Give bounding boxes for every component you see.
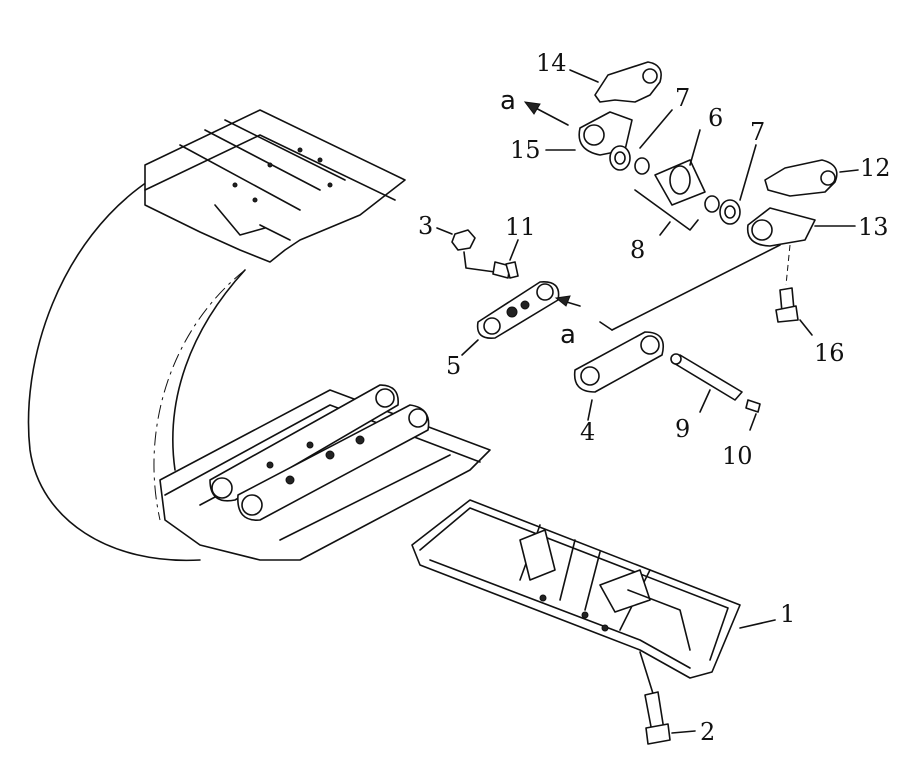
callout-7-right: 7: [750, 118, 765, 146]
callout-1: 1: [780, 600, 795, 628]
callout-16: 16: [814, 339, 845, 367]
callout-9: 9: [675, 415, 690, 443]
track-assembly: [27, 109, 491, 562]
part-3-nut: [436, 227, 496, 273]
callout-13: 13: [858, 213, 889, 241]
bushing-seal-set: [609, 109, 757, 236]
part-15-link-plate: [545, 111, 633, 156]
callout-12: 12: [860, 154, 891, 182]
part-5-master-link: [461, 281, 581, 356]
callout-2: 2: [700, 718, 715, 746]
part-11-bolt: [492, 239, 519, 279]
part-16-bolt: [775, 244, 813, 336]
part-4-master-link: [573, 244, 781, 421]
callout-14: 14: [536, 49, 567, 77]
callout-6: 6: [708, 104, 723, 132]
part-9-pin: [670, 353, 743, 413]
callout-8: 8: [630, 236, 645, 264]
view-arrow-upper: [523, 101, 569, 126]
view-mark-a-upper: a: [500, 86, 516, 116]
callout-7-upper: 7: [675, 84, 690, 112]
part-2-bolt: [639, 651, 696, 745]
part-14-bracket: [569, 61, 662, 103]
callout-4: 4: [580, 418, 595, 446]
part-12-bracket: [764, 159, 859, 197]
callout-5: 5: [446, 352, 461, 380]
callout-3: 3: [418, 212, 433, 240]
view-mark-a-lower: a: [560, 320, 576, 350]
part-1-shoe: [411, 499, 776, 679]
callout-10: 10: [722, 442, 753, 470]
callout-15: 15: [510, 136, 541, 164]
part-13-link-plate: [746, 207, 856, 247]
callout-11: 11: [505, 213, 536, 241]
part-10-pin-keeper: [745, 399, 761, 431]
